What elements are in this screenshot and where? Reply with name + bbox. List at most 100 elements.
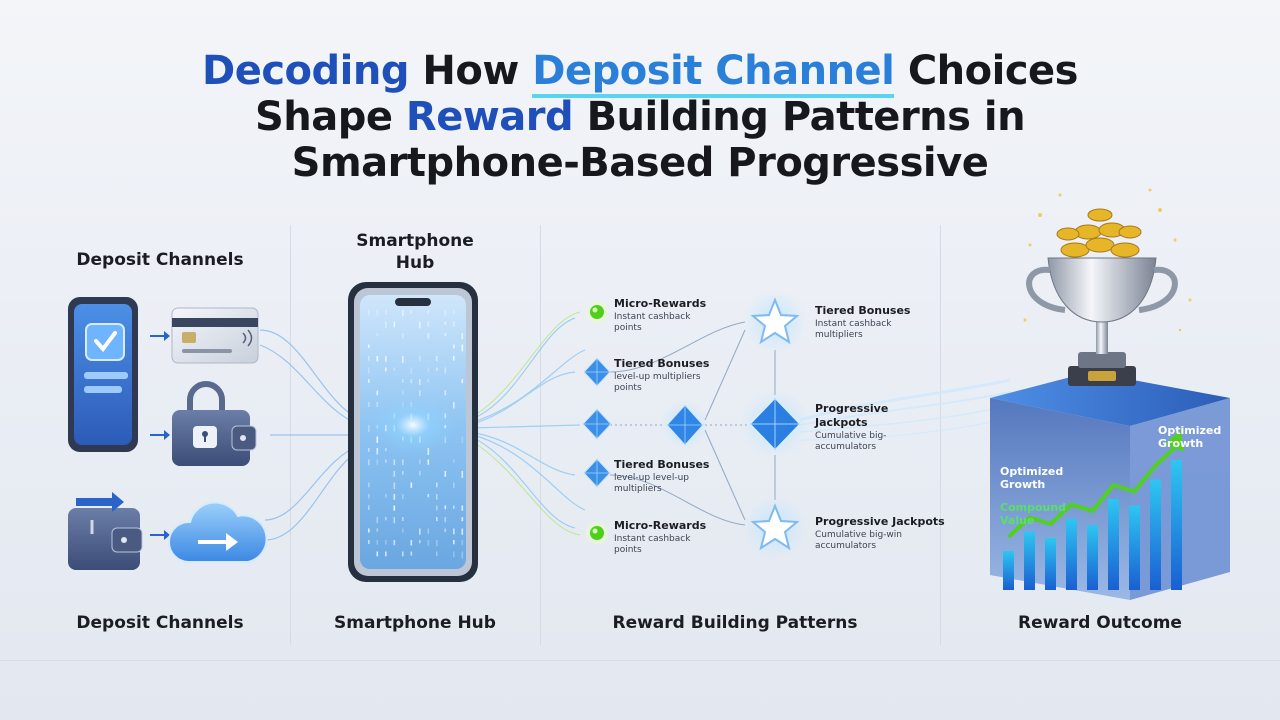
data-dot	[427, 494, 430, 498]
data-dot	[453, 356, 455, 361]
data-dot	[368, 482, 370, 488]
data-dot	[402, 333, 404, 339]
optimized-growth-label-left: Optimized Growth	[1000, 465, 1063, 491]
data-dot	[419, 471, 421, 476]
pattern-title: Progressive	[815, 402, 889, 415]
title-word-reward: Reward	[405, 94, 574, 140]
data-dot	[444, 505, 447, 510]
data-dot	[385, 551, 387, 557]
data-dot	[461, 551, 464, 559]
data-dot	[444, 517, 447, 523]
green-dot-icon	[586, 301, 608, 323]
data-dot	[368, 379, 370, 383]
data-dot	[453, 551, 455, 558]
pattern-title: Tiered Bonuses	[815, 304, 911, 317]
data-dot	[393, 482, 396, 490]
pattern-subtitle: points	[614, 545, 642, 555]
data-dot	[368, 310, 370, 316]
data-dot	[368, 425, 370, 432]
data-dot	[393, 540, 396, 546]
data-dot	[453, 528, 455, 535]
data-dot	[376, 459, 379, 465]
light-streaks	[799, 378, 1011, 441]
data-dot	[385, 321, 387, 329]
title-text: How	[408, 48, 533, 94]
section-divider	[940, 225, 941, 645]
data-dot	[393, 505, 396, 511]
pattern-subtitle: Cumulative big-	[815, 431, 887, 441]
metric-line: Optimized	[1000, 465, 1064, 478]
data-dot	[368, 344, 370, 348]
data-dot	[436, 367, 438, 371]
arrow-icon	[150, 331, 170, 540]
pattern-connectors	[609, 321, 776, 526]
pattern-subtitle: multipliers	[815, 330, 863, 340]
phone-check-icon	[68, 297, 138, 452]
data-dot	[453, 505, 455, 509]
pattern-title: Micro-Rewards	[614, 297, 707, 310]
data-dot	[461, 379, 464, 384]
growth-bar	[1066, 518, 1077, 590]
data-dot	[368, 494, 370, 499]
data-dot	[419, 379, 421, 385]
star-icon	[743, 496, 807, 560]
data-dot	[444, 390, 447, 396]
cloud-arrow-icon	[167, 501, 268, 563]
data-dot	[402, 471, 404, 475]
data-dot	[385, 367, 387, 372]
data-dot	[376, 390, 379, 396]
data-dot	[419, 459, 421, 465]
data-dot	[385, 356, 387, 362]
title-word-deposit-channel: Deposit Channel	[532, 48, 895, 98]
data-dot	[444, 310, 447, 316]
data-dot	[419, 540, 421, 544]
flow-lines-left	[259, 329, 361, 541]
title-line-1: Decoding How Deposit Channel Choices	[0, 48, 1280, 98]
pattern-subtitle: accumulators	[815, 442, 877, 452]
data-dot	[453, 344, 455, 349]
growth-arrow-icon	[1164, 430, 1185, 452]
data-dot	[444, 333, 447, 337]
pattern-subtitle: Instant cashback	[614, 534, 691, 544]
data-dot	[436, 482, 438, 488]
flow-lines-green	[469, 311, 581, 536]
pattern-title: Micro-Rewards	[614, 519, 707, 532]
pattern-subtitle: Instant cashback	[815, 319, 892, 329]
data-dot	[402, 379, 404, 383]
data-dot	[385, 517, 387, 521]
data-dot	[453, 540, 455, 545]
diamond-icon	[583, 458, 611, 488]
data-dot	[427, 367, 430, 373]
pattern-subtitle: accumulators	[815, 541, 877, 551]
pattern-subtitle: points	[614, 383, 642, 393]
lock-wallet-icon	[172, 381, 257, 466]
data-dot	[402, 528, 404, 533]
data-dot	[376, 402, 379, 407]
optimized-growth-label-top: Optimized Growth	[1158, 424, 1221, 450]
smartphone-hub-heading: Smartphone Hub	[330, 230, 500, 274]
pattern-title: Jackpots	[815, 416, 868, 429]
data-dot	[402, 390, 404, 395]
diamond-icon	[582, 408, 612, 440]
diamond-icon	[661, 401, 709, 449]
data-dot	[376, 540, 379, 545]
data-dot	[461, 436, 464, 444]
data-dot	[444, 471, 447, 477]
growth-bar	[1045, 538, 1056, 590]
data-dot	[410, 551, 413, 556]
data-dot	[436, 356, 438, 362]
star-icon	[743, 290, 807, 354]
title-text: Shape	[254, 94, 406, 140]
growth-bar	[1108, 499, 1119, 590]
data-dot	[393, 471, 396, 477]
data-dot	[419, 356, 421, 362]
growth-trend-line	[1007, 444, 1178, 539]
data-dot	[461, 528, 464, 535]
flow-lines-right	[469, 317, 586, 529]
metric-line: Optimized	[1158, 424, 1222, 437]
pattern-subtitle: multipliers	[614, 484, 662, 494]
growth-bar	[1150, 479, 1161, 590]
data-dot	[393, 459, 396, 466]
data-dot	[410, 310, 413, 314]
